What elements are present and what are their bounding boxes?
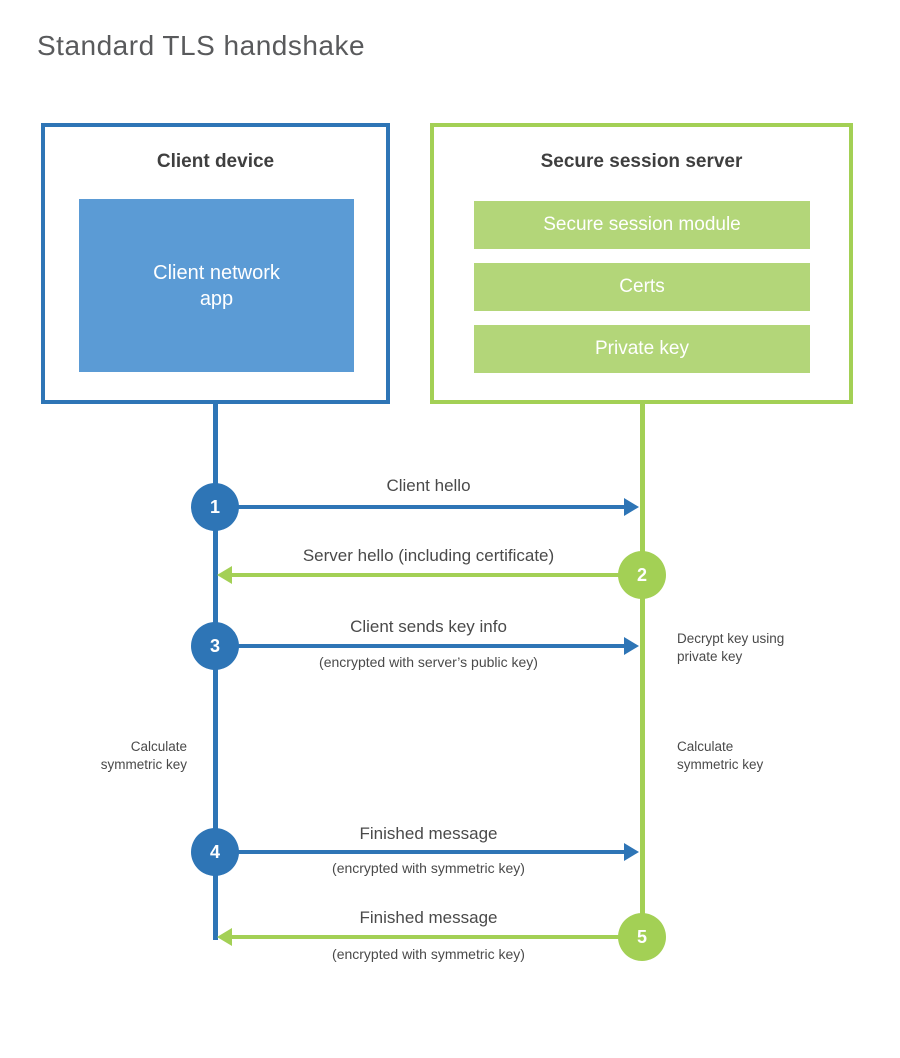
- server-module-secure-session: Secure session module: [474, 201, 810, 249]
- client-lifeline: [213, 404, 218, 940]
- step-4-arrow: [215, 850, 626, 854]
- arrowhead-right-icon: [624, 637, 639, 655]
- diagram-title: Standard TLS handshake: [37, 30, 366, 61]
- step-4-number: 4: [209, 841, 220, 862]
- note-calculate-symmetric-key-client: Calculate symmetric key: [100, 739, 187, 772]
- step-4-sublabel: (encrypted with symmetric key): [332, 860, 525, 876]
- step-1-label: Client hello: [386, 476, 471, 495]
- step-4-circle: 4: [191, 828, 239, 876]
- step-3-circle: 3: [191, 622, 239, 670]
- arrowhead-left-icon: [217, 566, 232, 584]
- note-calculate-symmetric-key-server: Calculate symmetric key: [677, 739, 764, 772]
- client-device-title: Client device: [156, 151, 275, 172]
- server-title: Secure session server: [540, 151, 743, 172]
- step-5-label: Finished message: [359, 908, 498, 927]
- step-2-number: 2: [636, 564, 647, 585]
- server-lifeline: [640, 404, 645, 940]
- step-5-sublabel: (encrypted with symmetric key): [332, 946, 525, 962]
- server-module-certs: Certs: [474, 263, 810, 311]
- note-decrypt-key: Decrypt key using private key: [677, 631, 785, 664]
- step-1-number: 1: [209, 496, 220, 517]
- step-1-arrow: [215, 505, 626, 509]
- arrowhead-left-icon: [217, 928, 232, 946]
- step-5-arrow: [232, 935, 642, 939]
- server-module-private-key: Private key: [474, 325, 810, 373]
- step-2-circle: 2: [618, 551, 666, 599]
- step-3-label: Client sends key info: [350, 617, 507, 636]
- arrowhead-right-icon: [624, 843, 639, 861]
- client-network-app-box: Client network app: [79, 199, 354, 372]
- arrowhead-right-icon: [624, 498, 639, 516]
- step-5-number: 5: [636, 926, 647, 947]
- step-5-circle: 5: [618, 913, 666, 961]
- step-4-label: Finished message: [359, 824, 498, 843]
- step-1-circle: 1: [191, 483, 239, 531]
- step-3-sublabel: (encrypted with server’s public key): [319, 654, 538, 670]
- step-3-number: 3: [209, 635, 220, 656]
- step-2-label: Server hello (including certificate): [302, 546, 555, 565]
- step-3-arrow: [215, 644, 626, 648]
- step-2-arrow: [232, 573, 642, 577]
